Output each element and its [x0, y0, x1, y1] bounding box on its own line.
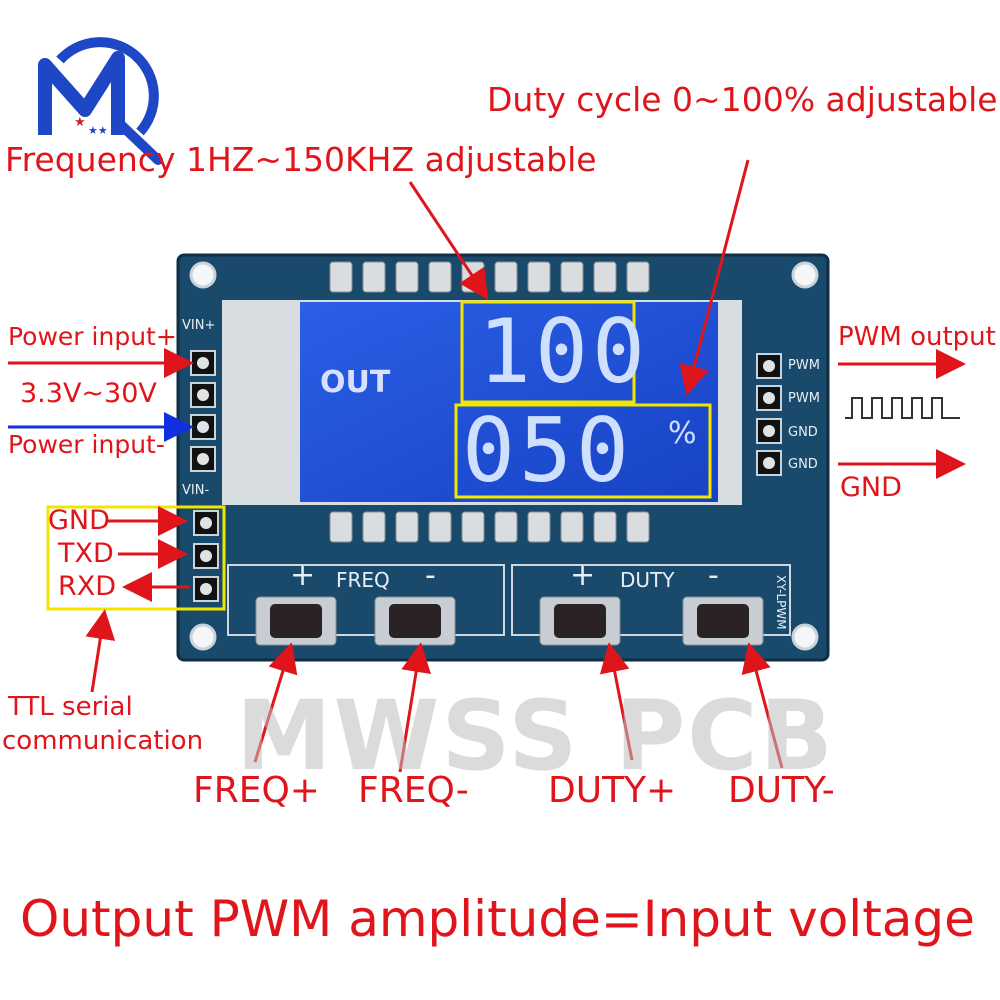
ttl-annotation-line2: communication — [2, 726, 204, 756]
lcd-pin — [395, 261, 419, 293]
lcd-pin — [527, 511, 551, 543]
duty-minus-silk: - — [708, 558, 719, 593]
freq-plus-button — [270, 604, 322, 638]
lcd-pin — [560, 511, 584, 543]
pin-label-pwm-1: PWM — [788, 358, 820, 373]
power-minus-annotation: Power input- — [8, 430, 165, 459]
output-header-pin — [763, 457, 775, 469]
gnd-serial-annotation: GND — [48, 505, 110, 536]
ttl-annotation-line1: TTL serial — [8, 692, 133, 722]
freq-group-label: FREQ — [336, 568, 390, 592]
lcd-pin — [362, 261, 386, 293]
freq-minus-button — [389, 604, 441, 638]
lcd-pin — [626, 511, 650, 543]
lcd-pin — [362, 511, 386, 543]
lcd-duty-readout: 050 — [462, 399, 633, 502]
freq-plus-annotation: FREQ+ — [193, 770, 320, 811]
output-header-pad — [756, 353, 782, 379]
serial-header-pin — [200, 550, 212, 562]
freq-minus-silk: - — [425, 558, 436, 593]
gnd-output-annotation: GND — [840, 472, 902, 503]
voltage-annotation: 3.3V~30V — [20, 378, 157, 409]
serial-header-pin — [200, 583, 212, 595]
lcd-pin — [329, 511, 353, 543]
serial-header-pin — [200, 517, 212, 529]
duty-plus-annotation: DUTY+ — [548, 770, 677, 811]
lcd-pin — [527, 261, 551, 293]
lcd-pin — [494, 261, 518, 293]
lcd-out-label: OUT — [320, 365, 391, 400]
txd-annotation: TXD — [58, 538, 114, 569]
pin-label-gnd-2: GND — [788, 457, 818, 472]
watermark: MWSS PCB — [236, 680, 835, 792]
lcd-pin — [593, 511, 617, 543]
vin-minus-label: VIN- — [182, 483, 210, 498]
freq-minus-annotation: FREQ- — [358, 770, 469, 811]
lcd-frequency-readout: 100 — [478, 300, 649, 403]
power-header-pin — [197, 357, 209, 369]
power-header-pad — [190, 446, 216, 472]
power-plus-annotation: Power input+ — [8, 322, 177, 351]
duty-annotation: Duty cycle 0~100% adjustable — [487, 80, 998, 119]
pin-label-gnd-1: GND — [788, 425, 818, 440]
lcd-pin — [395, 511, 419, 543]
duty-group-label: DUTY — [620, 568, 675, 592]
rxd-annotation: RXD — [58, 571, 117, 602]
duty-minus-button — [697, 604, 749, 638]
pwm-output-annotation: PWM output — [838, 322, 996, 352]
lcd-percent-sign: % — [668, 416, 697, 451]
frequency-annotation: Frequency 1HZ~150KHZ adjustable — [5, 140, 597, 179]
output-header-pin — [763, 360, 775, 372]
lcd-pin — [560, 261, 584, 293]
power-header-pin — [197, 421, 209, 433]
lcd-pin — [461, 261, 485, 293]
duty-plus-button — [554, 604, 606, 638]
lcd-pin — [461, 511, 485, 543]
lcd-pin — [593, 261, 617, 293]
output-header-pin — [763, 392, 775, 404]
lcd-pin — [626, 261, 650, 293]
lcd-pin — [428, 261, 452, 293]
footer-annotation: Output PWM amplitude=Input voltage — [20, 890, 975, 948]
power-header-pin — [197, 453, 209, 465]
lcd-pin — [428, 511, 452, 543]
pin-label-pwm-2: PWM — [788, 391, 820, 406]
vin-plus-label: VIN+ — [182, 318, 216, 333]
duty-plus-silk: + — [570, 558, 596, 593]
lcd-pin — [329, 261, 353, 293]
output-header-pin — [763, 425, 775, 437]
model-label: XY-LPWM — [774, 575, 788, 630]
lcd-pin — [494, 511, 518, 543]
power-header-pin — [197, 389, 209, 401]
freq-plus-silk: + — [290, 558, 316, 593]
duty-minus-annotation: DUTY- — [728, 770, 835, 811]
